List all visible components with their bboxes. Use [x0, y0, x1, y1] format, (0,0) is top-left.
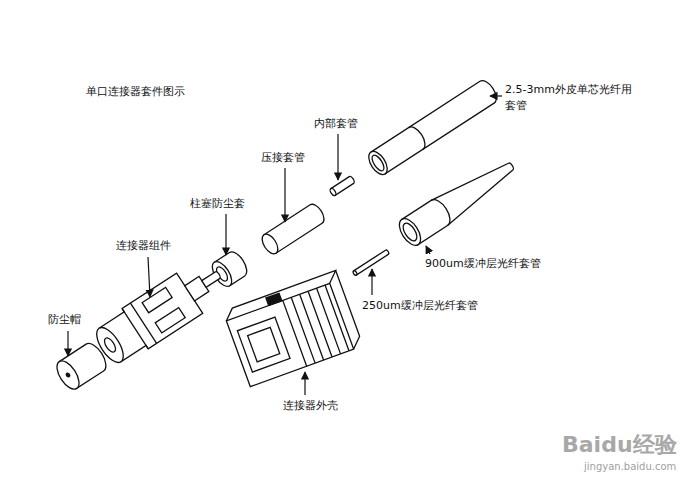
part-label: 连接器外壳	[283, 398, 338, 414]
part-label: 压接套管	[261, 150, 305, 166]
diagram-title: 单口连接器套件图示	[86, 84, 185, 100]
part-label: 内部套管	[314, 116, 358, 132]
part-label: 2.5-3mm外皮单芯光纤用 套管	[505, 82, 639, 114]
part-label: 250um缓冲层光纤套管	[362, 298, 478, 314]
part-label: 900um缓冲层光纤套管	[425, 256, 541, 272]
watermark: jingyan.baidu.com	[584, 461, 676, 473]
part-label: 连接器组件	[116, 238, 171, 254]
watermark: Baidu经验	[562, 432, 677, 458]
part-label: 柱塞防尘套	[190, 196, 245, 212]
part-label: 防尘帽	[48, 312, 81, 328]
